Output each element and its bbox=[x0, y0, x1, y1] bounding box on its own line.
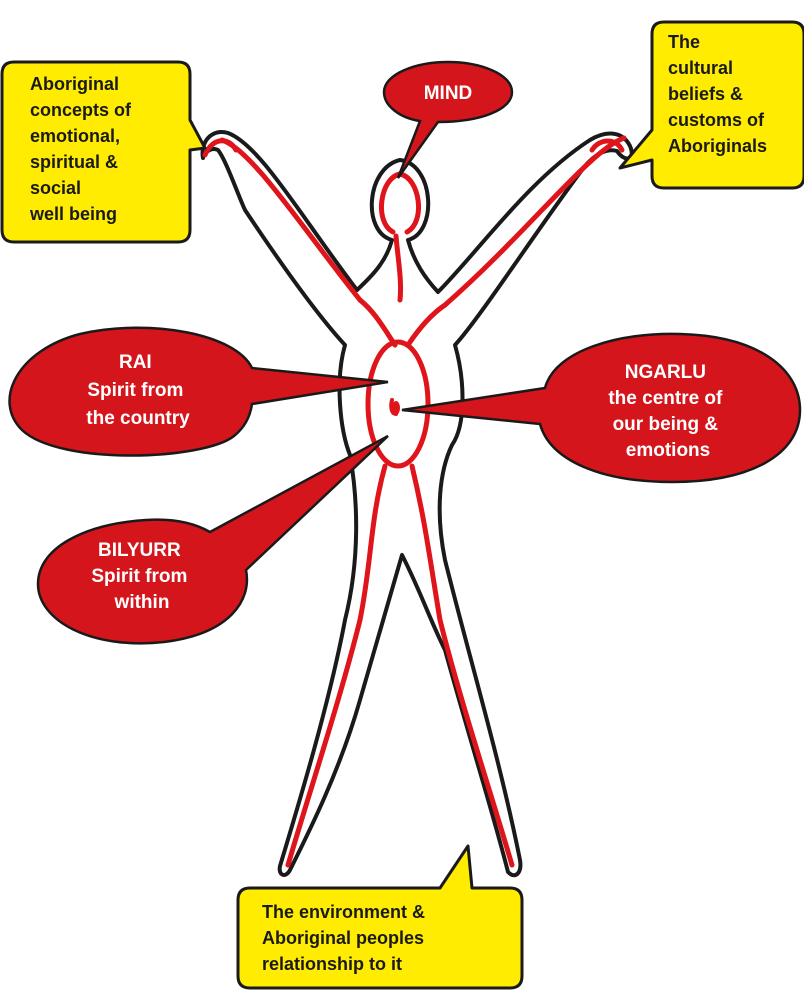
box-bottom-line: The environment & bbox=[262, 902, 425, 922]
bubble-ngarlu: NGARLU the centre of our being & emotion… bbox=[402, 334, 800, 482]
box-right-top-line: customs of bbox=[668, 110, 765, 130]
bubble-rai-shape bbox=[10, 328, 388, 456]
box-left-top-line: spiritual & bbox=[30, 152, 118, 172]
box-right-top-line: The bbox=[668, 32, 700, 52]
bubble-ngarlu-line: NGARLU bbox=[625, 362, 706, 383]
centre-point bbox=[392, 401, 400, 415]
box-left-top-line: emotional, bbox=[30, 126, 120, 146]
bubble-bilyurr: BILYURR Spirit from within bbox=[38, 436, 388, 643]
bubble-ngarlu-line: emotions bbox=[626, 440, 710, 461]
box-left-top-line: social bbox=[30, 178, 81, 198]
box-bottom-line: Aboriginal peoples bbox=[262, 928, 424, 948]
bubble-rai: RAI Spirit from the country bbox=[10, 328, 388, 456]
box-left-top-line: Aboriginal bbox=[30, 74, 119, 94]
box-left-top-line: well being bbox=[29, 204, 117, 224]
box-right-top-line: beliefs & bbox=[668, 84, 743, 104]
bubble-ngarlu-line: the centre of bbox=[608, 388, 723, 409]
bubble-rai-line: Spirit from bbox=[87, 380, 183, 401]
bubble-bilyurr-line: BILYURR bbox=[98, 540, 181, 561]
box-left-top-line: concepts of bbox=[30, 100, 132, 120]
box-left-top: Aboriginal concepts of emotional, spirit… bbox=[2, 62, 205, 242]
bubble-bilyurr-line: Spirit from bbox=[91, 566, 187, 587]
box-right-top: The cultural beliefs & customs of Aborig… bbox=[620, 22, 804, 188]
bubble-bilyurr-line: within bbox=[114, 592, 170, 613]
box-bottom-line: relationship to it bbox=[262, 954, 402, 974]
bubble-mind-line: MIND bbox=[424, 83, 473, 104]
bubble-rai-line: RAI bbox=[119, 352, 152, 373]
box-right-top-line: Aboriginals bbox=[668, 136, 767, 156]
bubble-bilyurr-shape bbox=[38, 436, 388, 643]
box-right-top-shape bbox=[620, 22, 804, 188]
box-right-top-line: cultural bbox=[668, 58, 733, 78]
bubble-ngarlu-shape bbox=[402, 334, 800, 482]
bubble-mind-text: MIND bbox=[424, 83, 473, 104]
bubble-rai-line: the country bbox=[86, 408, 190, 429]
bubble-ngarlu-line: our being & bbox=[613, 414, 719, 435]
